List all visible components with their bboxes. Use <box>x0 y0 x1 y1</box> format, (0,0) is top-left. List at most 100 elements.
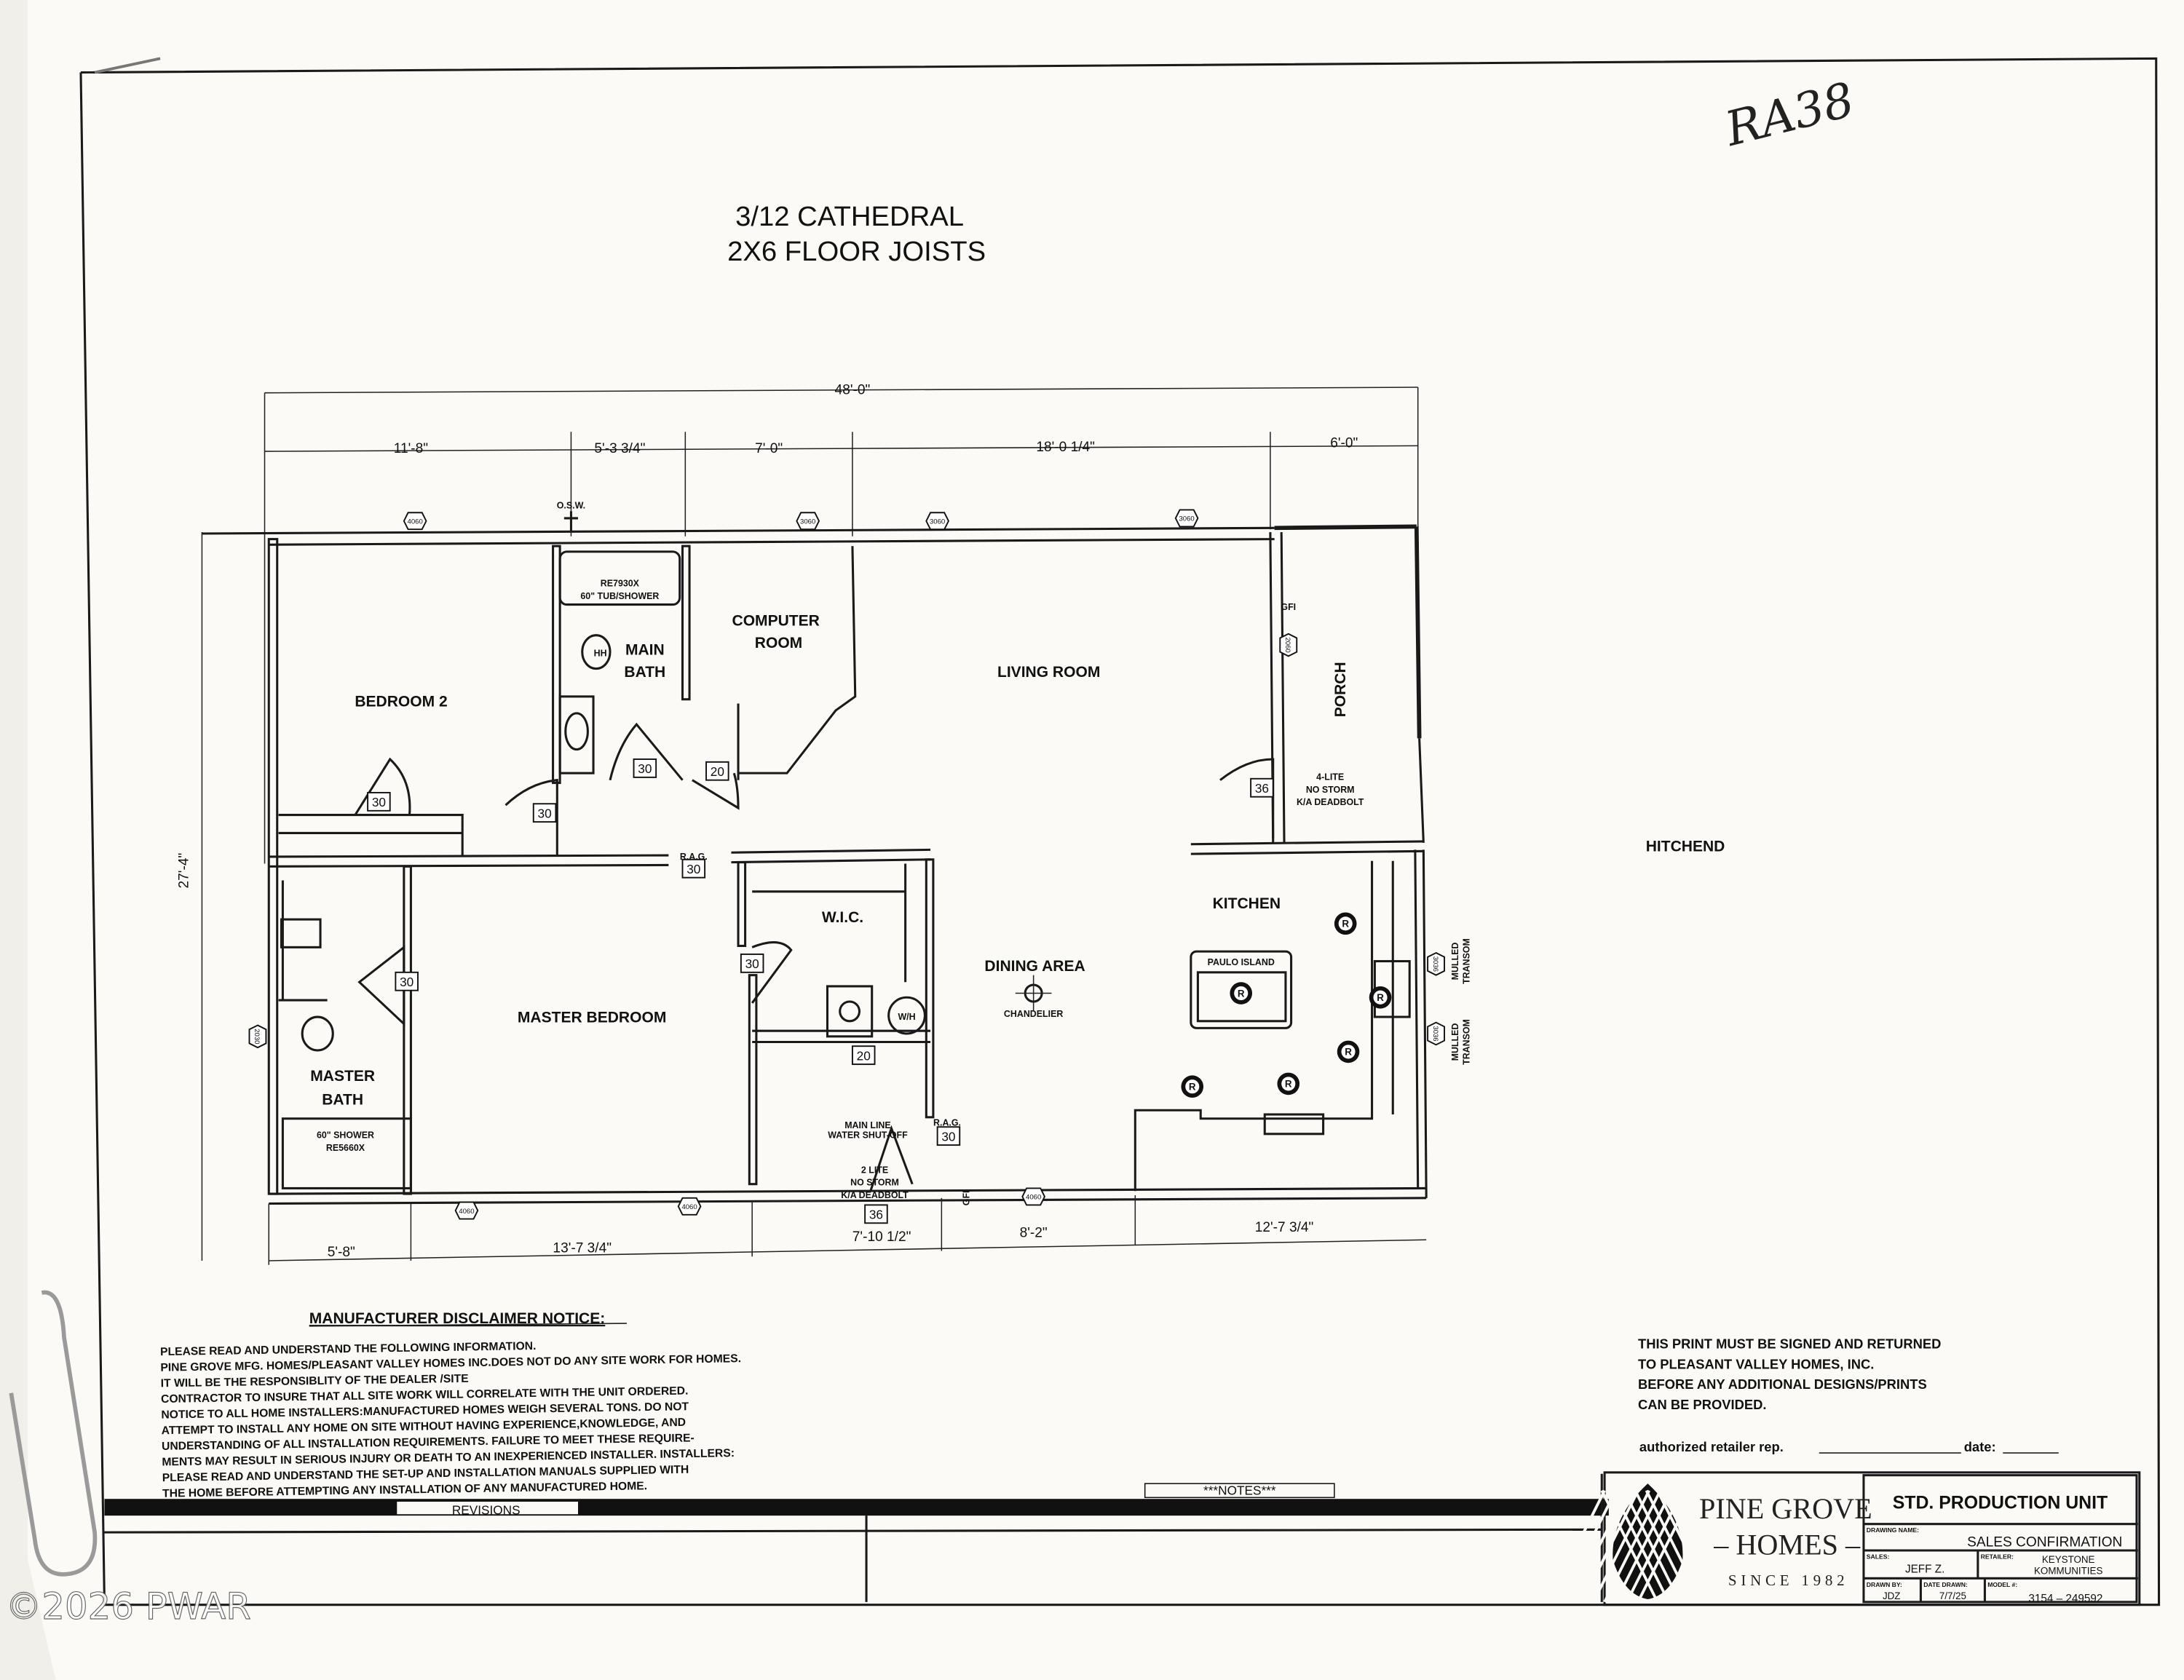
disclaimer-line: IT WILL BE THE RESPONSIBLITY OF THE DEAL… <box>161 1373 469 1390</box>
door-tag-label: 36 <box>1255 781 1269 796</box>
door-tag: 30 <box>633 758 657 778</box>
recessed-light-icon: R <box>1230 982 1253 1005</box>
window-tag: 4060 <box>677 1197 702 1216</box>
disclaimer-heading: MANUFACTURER DISCLAIMER NOTICE: <box>309 1310 606 1327</box>
svg-text:R: R <box>1377 992 1384 1003</box>
svg-text:NO STORM: NO STORM <box>1306 785 1355 795</box>
sheet-border <box>79 57 2161 1606</box>
window-tag-label: 3036 <box>1431 956 1439 972</box>
svg-text:60" TUB/SHOWER: 60" TUB/SHOWER <box>580 591 659 601</box>
sales-name: JEFF Z. <box>1905 1564 1944 1576</box>
window-tag: 2060 <box>1279 633 1298 657</box>
room-computer-1: COMPUTER <box>732 612 820 629</box>
window-tag-label: 2060 <box>1283 637 1291 652</box>
svg-text:NO STORM: NO STORM <box>850 1178 899 1188</box>
svg-text:CHANDELIER: CHANDELIER <box>1004 1009 1063 1019</box>
svg-text:GFI: GFI <box>1281 602 1296 612</box>
svg-text:K/A DEADBOLT: K/A DEADBOLT <box>1297 797 1364 807</box>
title-block: PINE GROVE – HOMES – SINCE 1982 STD. PRO… <box>1547 1471 2141 1606</box>
svg-text:R: R <box>1238 988 1245 999</box>
room-porch: PORCH <box>1332 662 1349 717</box>
recessed-light-icon: R <box>1181 1075 1204 1098</box>
signoff-line: CAN BE PROVIDED. <box>1638 1397 1766 1412</box>
dim-overall-width: 48'-0" <box>835 383 871 398</box>
window-tag-label: 3060 <box>800 518 815 526</box>
door-tag: 30 <box>936 1126 961 1146</box>
svg-text:HH: HH <box>594 648 607 658</box>
range <box>1263 1113 1325 1136</box>
room-wic: W.I.C. <box>822 909 863 926</box>
window-tag-label: 3036 <box>1431 1026 1439 1041</box>
door-tag-label: 30 <box>372 795 386 809</box>
heading-underline <box>309 1323 627 1327</box>
svg-text:DATE DRAWN:: DATE DRAWN: <box>1923 1581 1968 1588</box>
pine-cone-logo-icon <box>1547 1483 1748 1603</box>
svg-text:DRAWN BY:: DRAWN BY: <box>1867 1581 1902 1588</box>
kitchen-island <box>1190 950 1293 1029</box>
logo-line-2: – HOMES – <box>1713 1529 1861 1561</box>
notes-label: ***NOTES*** <box>1203 1483 1276 1497</box>
window-tag: 3060 <box>796 512 820 531</box>
door-tag: 20 <box>851 1045 876 1066</box>
main-toilet <box>581 634 612 670</box>
master-toilet <box>301 1015 334 1052</box>
model-number: 3154 – 249592 <box>2028 1593 2102 1605</box>
water-heater <box>887 996 926 1035</box>
svg-text:TRANSOM: TRANSOM <box>1461 938 1471 984</box>
paper <box>28 0 2184 1680</box>
revisions-strip: REVISIONS ***NOTES*** <box>104 1473 1609 1602</box>
recessed-light-icon: R <box>1369 986 1392 1009</box>
retailer-2: KOMMUNITIES <box>2034 1566 2102 1577</box>
svg-text:GFI: GFI <box>962 1190 972 1205</box>
retailer-rep-label: authorized retailer rep. <box>1639 1439 1784 1454</box>
master-shower <box>281 1117 412 1189</box>
svg-text:TRANSOM: TRANSOM <box>1461 1019 1471 1065</box>
dim-top-3: 7'-0" <box>755 441 783 456</box>
room-master-bath-1: MASTER <box>310 1068 375 1085</box>
window-tag: 3036 <box>1427 1021 1446 1046</box>
recessed-light-icon: R <box>1277 1072 1300 1095</box>
svg-text:K/A DEADBOLT: K/A DEADBOLT <box>841 1190 909 1200</box>
room-living: LIVING ROOM <box>997 664 1100 681</box>
svg-text:60" SHOWER: 60" SHOWER <box>317 1130 374 1141</box>
main-vanity <box>558 695 595 774</box>
date-drawn: 7/7/25 <box>1939 1590 1966 1601</box>
hitchend-label: HITCHEND <box>1646 838 1725 855</box>
svg-text:MODEL #:: MODEL #: <box>1987 1581 2017 1588</box>
door-tag-label: 30 <box>745 956 759 971</box>
dim-bottom-3: 7'-10 1/2" <box>852 1229 911 1245</box>
window-tag: 4060 <box>403 512 427 531</box>
room-dining: DINING AREA <box>984 958 1085 975</box>
svg-text:O.S.W.: O.S.W. <box>557 501 585 511</box>
door-tag-label: 20 <box>857 1048 871 1063</box>
window-tag-label: 4060 <box>681 1203 697 1211</box>
door-tag: 30 <box>681 858 706 879</box>
dim-bottom-2: 13'-7 3/4" <box>553 1240 612 1256</box>
recessed-light-icon: R <box>1337 1040 1360 1063</box>
svg-text:MULLED: MULLED <box>1450 943 1460 980</box>
svg-text:RE7930X: RE7930X <box>601 579 640 589</box>
logo-line-1: PINE GROVE <box>1699 1492 1872 1525</box>
signoff-line: TO PLEASANT VALLEY HOMES, INC. <box>1638 1356 1874 1371</box>
room-main-bath-2: BATH <box>624 664 665 681</box>
dim-top-4: 18'-0 1/4" <box>1036 440 1095 455</box>
window-tag-label: 3060 <box>930 518 945 526</box>
bottom-dimensions: 5'-8" 13'-7 3/4" 7'-10 1/2" 8'-2" 12'-7 … <box>268 1195 1427 1265</box>
window-tag-label: 4060 <box>408 518 423 526</box>
svg-text:2 LITE: 2 LITE <box>861 1165 888 1175</box>
door-tag-label: 30 <box>941 1129 955 1144</box>
retailer-1: KEYSTONE <box>2042 1554 2095 1565</box>
svg-text:R.A.G.: R.A.G. <box>933 1117 961 1128</box>
plan-notes: O.S.W. RE7930X 60" TUB/SHOWER 60" SHOWER… <box>317 501 1472 1206</box>
interior-walls <box>269 544 935 1195</box>
window-tag: 4060 <box>1021 1187 1046 1206</box>
svg-text:R: R <box>1189 1082 1196 1093</box>
room-master-bedroom: MASTER BEDROOM <box>518 1010 666 1026</box>
svg-text:R: R <box>1345 1047 1352 1058</box>
paperclip <box>9 1290 98 1577</box>
door-tag: 30 <box>367 791 391 812</box>
door-tag-label: 30 <box>687 862 700 876</box>
